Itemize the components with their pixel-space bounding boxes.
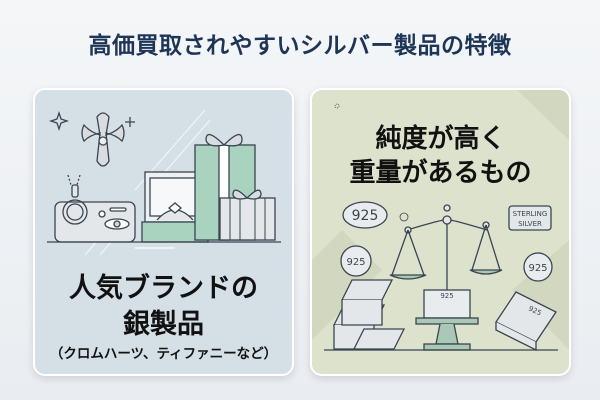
ring-pendant-icon xyxy=(54,174,136,243)
svg-text:STERLING: STERLING xyxy=(513,210,548,218)
gift-box-icon xyxy=(194,133,276,241)
coin-icon: 925 925 xyxy=(340,245,553,282)
card-heading-line2: 銀製品 xyxy=(123,309,204,340)
sterling-tag-icon: STERLING SILVER xyxy=(508,205,552,231)
card-high-purity: 925 STERLING SILVER 925 925 925 xyxy=(310,88,571,376)
oval-925-badge-icon: 925 xyxy=(342,201,388,229)
cross-pendant-icon xyxy=(81,112,125,167)
card-popular-brand: 人気ブランドの 銀製品 （クロムハーツ、ティファニーなど） xyxy=(33,88,294,376)
silver-scale-illustration: 925 STERLING SILVER 925 925 925 xyxy=(312,90,569,352)
card-heading-line1: 人気ブランドの xyxy=(69,273,258,304)
balance-scale-icon: 925 xyxy=(389,204,503,351)
brand-jewelry-illustration xyxy=(47,109,281,256)
silver-bar-icon: 925 xyxy=(332,279,557,352)
svg-text:925: 925 xyxy=(352,208,379,224)
svg-text:925: 925 xyxy=(528,263,547,274)
svg-text:925: 925 xyxy=(440,292,453,300)
page-title: 高価買取されやすいシルバー製品の特徴 xyxy=(88,33,512,59)
card-heading-line2: 重量があるもの xyxy=(349,158,532,188)
card-brand-examples: （クロムハーツ、ティファニーなど） xyxy=(49,346,278,362)
card-heading-line1: 純度が高く xyxy=(375,124,506,154)
svg-text:925: 925 xyxy=(346,257,365,268)
svg-text:SILVER: SILVER xyxy=(518,220,542,228)
